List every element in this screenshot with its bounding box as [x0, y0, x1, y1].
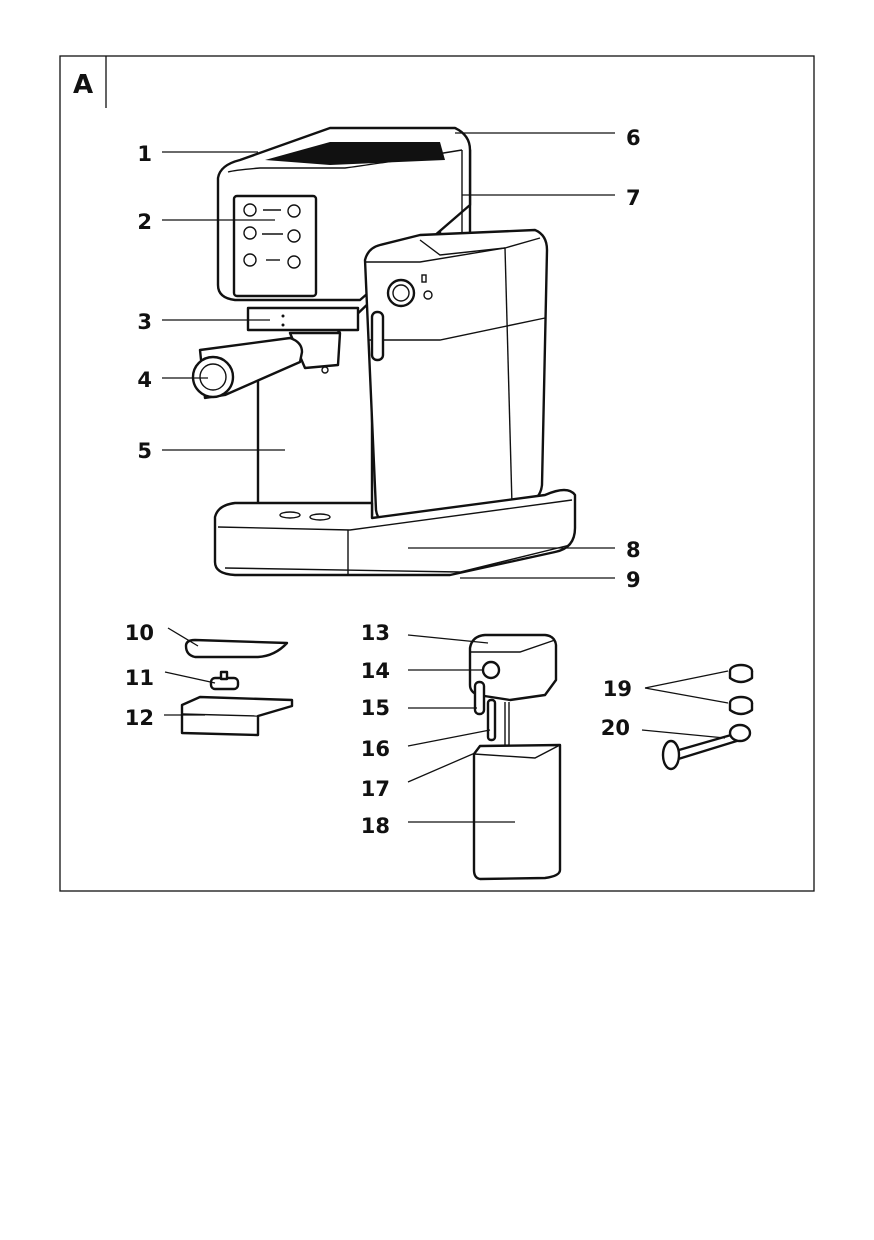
control-panel: [232, 194, 318, 298]
callout-labels: 1 2 3 4 5 6 7 8 9 10 11 12 13 14 15 16 1…: [125, 126, 641, 838]
filter-inserts: [728, 663, 754, 716]
milk-container: [472, 743, 562, 881]
callout-3: 3: [137, 310, 152, 334]
callout-1: 1: [137, 142, 152, 166]
panel-label: A: [73, 70, 93, 100]
callout-11: 11: [125, 666, 154, 690]
callout-5: 5: [137, 439, 152, 463]
drip-tray: [180, 695, 294, 737]
callout-8: 8: [626, 538, 641, 562]
callout-9: 9: [626, 568, 641, 592]
callout-16: 16: [361, 737, 390, 761]
float: [209, 670, 240, 691]
callout-19: 19: [603, 677, 632, 701]
callout-4: 4: [137, 368, 152, 392]
callout-20: 20: [601, 716, 630, 740]
espresso-machine: [191, 126, 577, 577]
callout-7: 7: [626, 186, 641, 210]
callout-2: 2: [137, 210, 152, 234]
callout-15: 15: [361, 696, 390, 720]
callout-6: 6: [626, 126, 641, 150]
drip-tray-grid: [184, 638, 289, 659]
callout-13: 13: [361, 621, 390, 645]
callout-14: 14: [361, 659, 390, 683]
figure-frame: [59, 55, 815, 892]
tamper-spoon: [661, 723, 752, 771]
leader-lines: [162, 132, 729, 823]
callout-17: 17: [361, 777, 390, 801]
callout-10: 10: [125, 621, 154, 645]
callout-18: 18: [361, 814, 390, 838]
milk-frother: [468, 633, 558, 762]
callout-12: 12: [125, 706, 154, 730]
